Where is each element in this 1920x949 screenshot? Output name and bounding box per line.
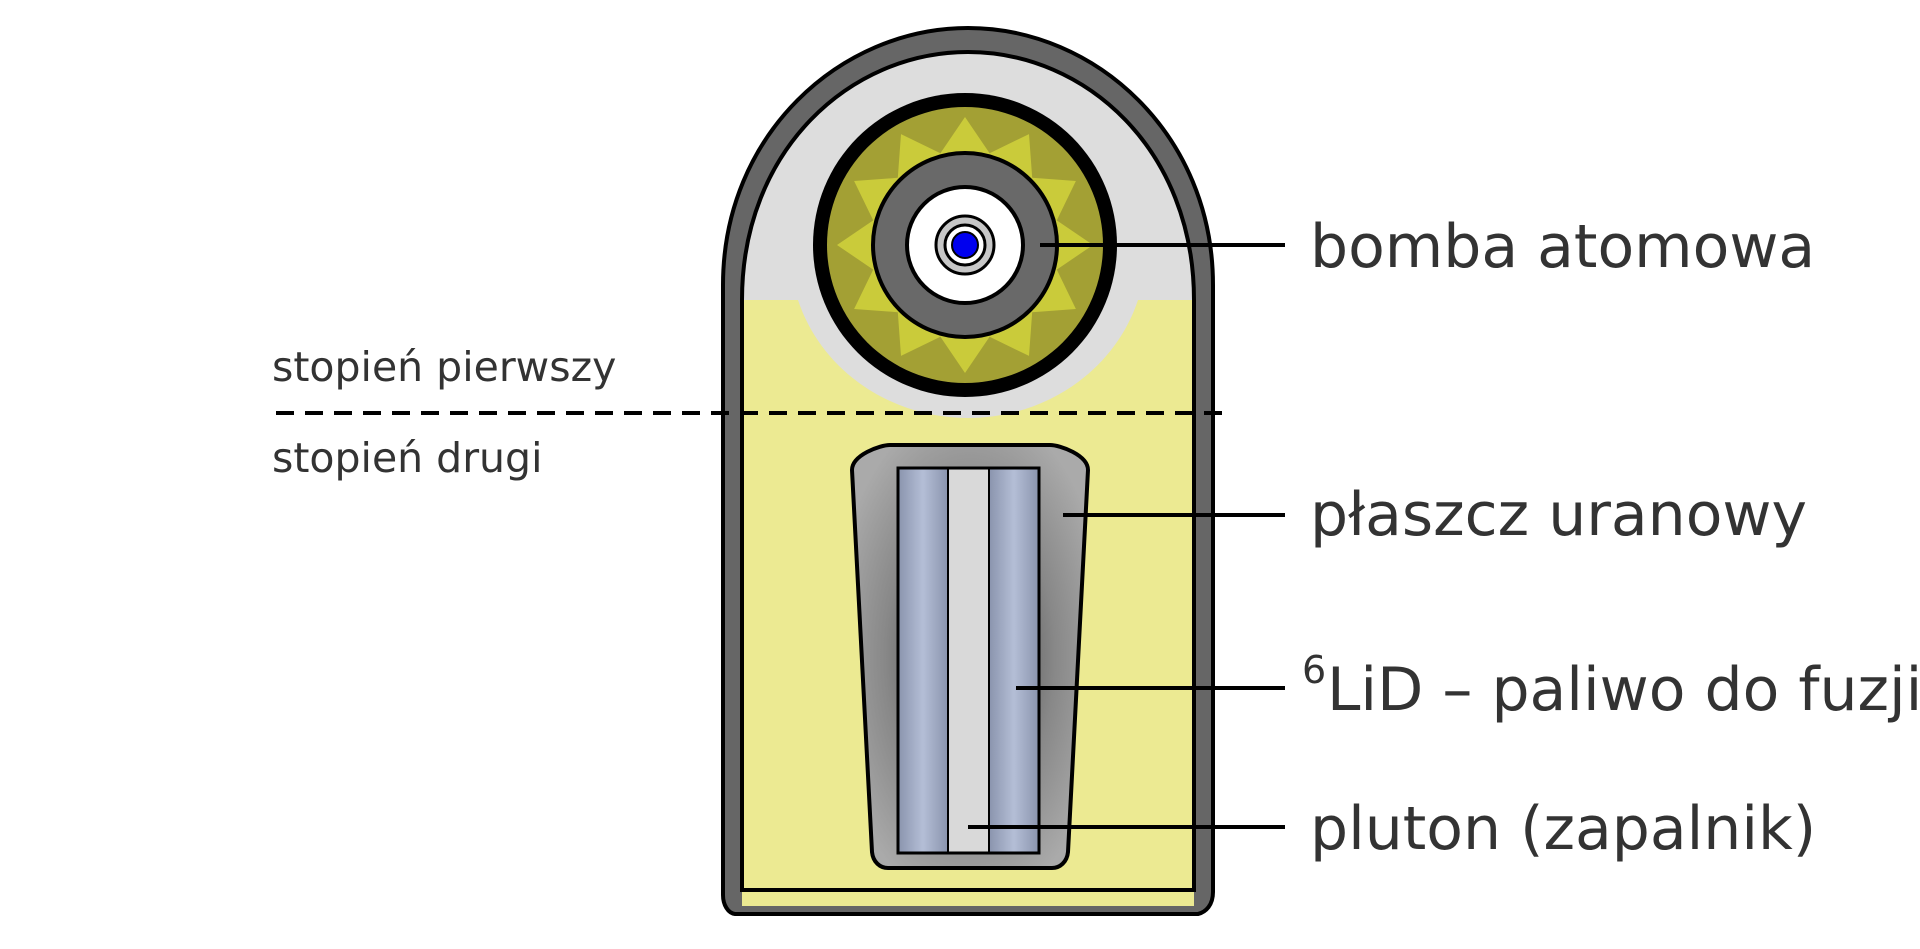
label-stage-two: stopień drugi	[272, 434, 542, 482]
inner-outline	[740, 49, 1196, 892]
primary-core	[951, 231, 979, 259]
secondary-frame	[896, 466, 1041, 855]
label-atomic-bomb: bomba atomowa	[1310, 212, 1815, 282]
label-fusion-fuel: LiD – paliwo do fuzji	[1327, 655, 1920, 725]
fuel-right	[988, 467, 1040, 854]
label-plutonium-sparkplug: pluton (zapalnik)	[1310, 794, 1816, 864]
plutonium-rod	[947, 467, 990, 854]
label-fuel-isotope: 6	[1302, 648, 1326, 692]
fuel-left	[897, 467, 949, 854]
label-uranium-tamper: płaszcz uranowy	[1310, 480, 1807, 550]
label-stage-one: stopień pierwszy	[272, 343, 616, 391]
